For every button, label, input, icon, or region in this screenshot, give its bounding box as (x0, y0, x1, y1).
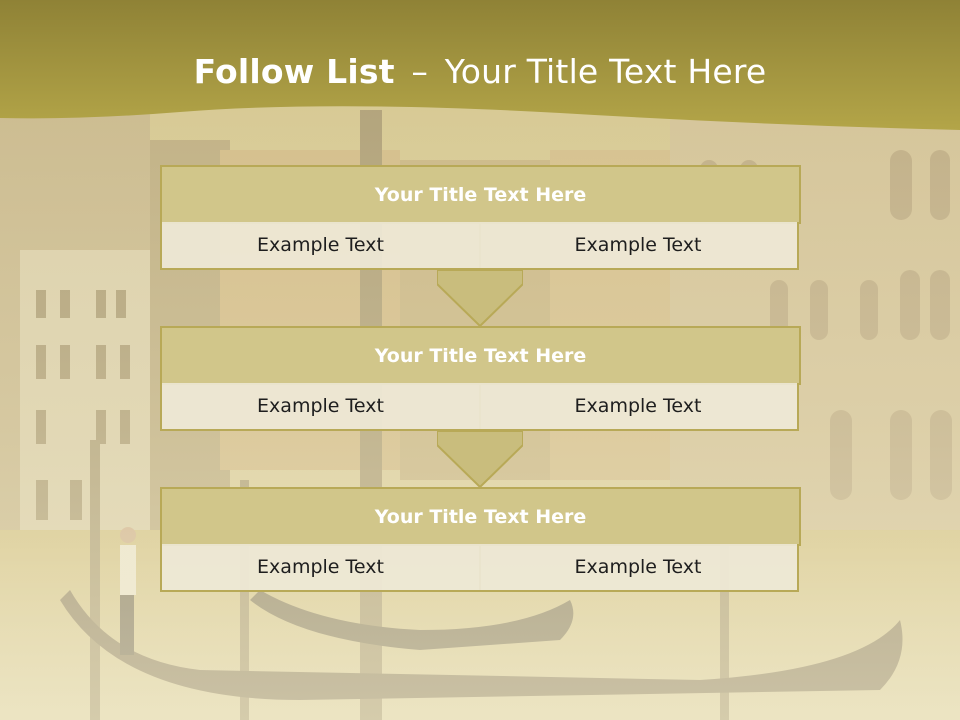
title-rest-text: Your Title Text Here (444, 52, 767, 91)
down-arrow-icon (437, 431, 523, 489)
block-title: Your Title Text Here (160, 326, 801, 385)
block-left-text: Example Text (160, 544, 481, 592)
block-left-text: Example Text (160, 222, 481, 270)
title-bold-text: Follow List (193, 52, 395, 91)
title-separator: – (411, 52, 429, 91)
block-right-text: Example Text (479, 383, 799, 431)
down-arrow-icon (437, 270, 523, 328)
block-right-text: Example Text (479, 222, 799, 270)
block-left-text: Example Text (160, 383, 481, 431)
header-banner (0, 0, 960, 130)
block-title: Your Title Text Here (160, 165, 801, 224)
slide-title: Follow List – Your Title Text Here (0, 52, 960, 91)
block-right-text: Example Text (479, 544, 799, 592)
block-title: Your Title Text Here (160, 487, 801, 546)
